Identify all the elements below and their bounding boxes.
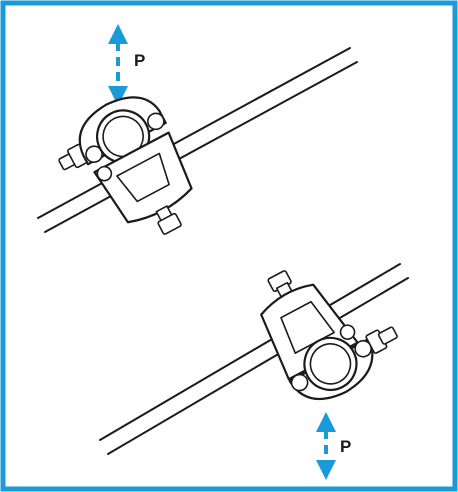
lower-clamp-pin-left <box>290 373 309 392</box>
lower-load-label: P <box>340 437 351 456</box>
upper-clamp-assembly: P <box>37 24 358 235</box>
upper-clamp <box>58 96 193 235</box>
lower-tube <box>99 263 409 455</box>
lower-clamp-rivet <box>339 324 356 340</box>
upper-load-arrow <box>108 24 128 106</box>
upper-tube <box>37 47 358 233</box>
lower-clamp <box>260 270 398 400</box>
upper-clamp-pin-right <box>147 112 165 131</box>
upper-clamp-window <box>116 152 170 203</box>
lower-clamp-assembly: P <box>99 263 409 480</box>
arrow-head-up-icon <box>316 412 336 432</box>
upper-load-label: P <box>134 51 145 70</box>
arrow-head-down-icon <box>108 86 128 106</box>
lower-bolt-right <box>365 326 398 354</box>
arrow-head-up-icon <box>108 24 128 44</box>
lower-load-arrow <box>316 412 336 480</box>
lower-tube-section <box>309 343 352 385</box>
arrow-head-down-icon <box>316 460 336 480</box>
upper-clamp-rivet <box>96 165 113 182</box>
upper-bolt-bottom <box>155 205 182 235</box>
